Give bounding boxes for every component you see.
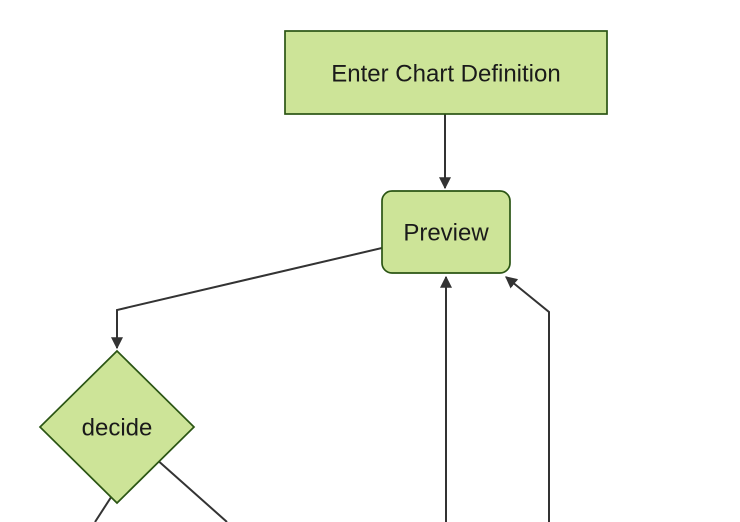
edge-decide-exit-right — [154, 457, 228, 522]
enter-chart-definition-label: Enter Chart Definition — [331, 61, 560, 88]
preview-label: Preview — [403, 220, 489, 247]
node-enter-chart-definition: Enter Chart Definition — [284, 30, 608, 115]
decide-diamond — [38, 349, 196, 505]
edge-layer — [94, 114, 550, 522]
decide-label: decide — [82, 415, 153, 442]
edge-preview-to-decide — [111, 247, 383, 350]
node-layer: Enter Chart Definition Preview decide — [38, 30, 608, 505]
node-preview: Preview — [381, 190, 511, 274]
enter-chart-definition-box — [284, 30, 608, 115]
node-decide: decide — [38, 349, 196, 505]
edge-up-to-preview-corner — [505, 276, 550, 522]
preview-box — [381, 190, 511, 274]
